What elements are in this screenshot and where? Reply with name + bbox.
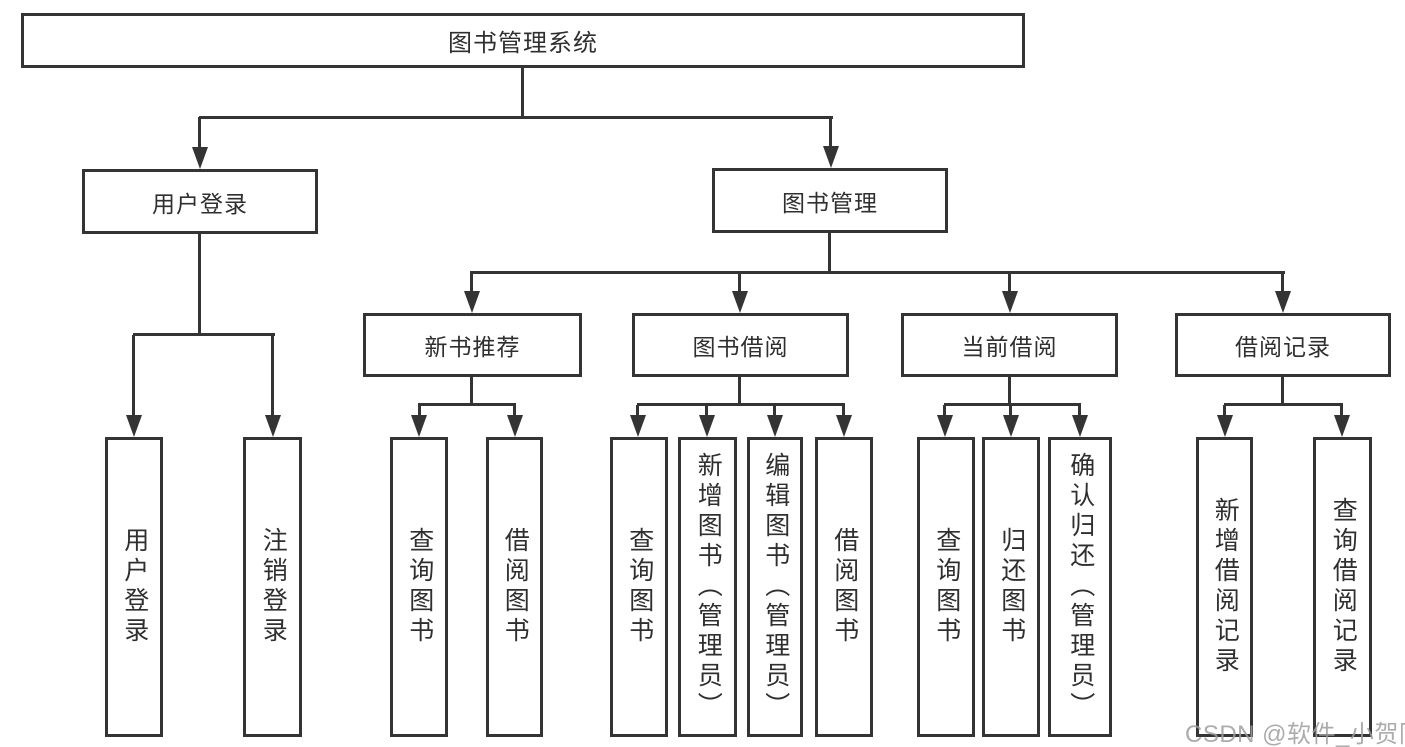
connector-line xyxy=(132,335,135,417)
connector-line xyxy=(1340,405,1343,417)
arrow-down-icon xyxy=(1003,415,1019,437)
leaf-borrow-add-books-admin: 新增图书（管理员） xyxy=(678,437,737,737)
leaf-label: 查询图书 xyxy=(625,527,654,647)
arrow-down-icon xyxy=(699,415,715,437)
connector-line xyxy=(773,405,776,417)
leaf-borrow-borrow-books: 借阅图书 xyxy=(815,437,873,737)
leaf-label: 用户登录 xyxy=(120,527,149,647)
connector-line xyxy=(705,405,708,417)
connector-line xyxy=(418,405,421,417)
connector-line xyxy=(521,68,524,118)
leaf-label: 查询图书 xyxy=(405,527,434,647)
leaf-label: 借阅图书 xyxy=(501,527,530,647)
connector-line xyxy=(1009,405,1012,417)
leaf-label: 查询图书 xyxy=(932,527,961,647)
connector-line xyxy=(637,403,845,406)
leaf-label: 确认归还（管理员） xyxy=(1066,452,1095,722)
csdn-watermark: CSDN @软件_小贺同学 xyxy=(1185,721,1405,747)
connector-line xyxy=(470,271,1285,274)
leaf-label: 新增借阅记录 xyxy=(1211,497,1240,677)
arrow-down-icon xyxy=(464,291,480,313)
arrow-down-icon xyxy=(937,415,953,437)
arrow-down-icon xyxy=(1217,415,1233,437)
leaf-records-add-record: 新增借阅记录 xyxy=(1196,437,1253,737)
node-book-management: 图书管理 xyxy=(712,168,948,233)
arrow-down-icon xyxy=(823,146,839,168)
connector-line xyxy=(1223,405,1226,417)
connector-line xyxy=(470,273,473,293)
connector-line xyxy=(636,405,639,417)
arrow-down-icon xyxy=(836,415,852,437)
connector-line xyxy=(943,405,946,417)
connector-line xyxy=(513,405,516,417)
arrow-down-icon xyxy=(1275,291,1291,313)
connector-line xyxy=(1281,273,1284,293)
arrow-down-icon xyxy=(1002,291,1018,313)
node-book-borrow: 图书借阅 xyxy=(632,313,849,377)
arrow-down-icon xyxy=(767,415,783,437)
arrow-down-icon xyxy=(1072,415,1088,437)
connector-line xyxy=(1008,377,1011,405)
arrow-down-icon xyxy=(507,415,523,437)
connector-line xyxy=(198,234,201,335)
arrow-down-icon xyxy=(732,291,748,313)
connector-line xyxy=(829,117,832,148)
node-current-borrow: 当前借阅 xyxy=(901,313,1118,377)
connector-line xyxy=(1281,377,1284,405)
leaf-records-query-record: 查询借阅记录 xyxy=(1313,437,1372,737)
leaf-current-confirm-return-admin: 确认归还（管理员） xyxy=(1048,437,1112,737)
connector-line xyxy=(1008,273,1011,293)
leaf-borrow-query-books: 查询图书 xyxy=(610,437,668,737)
node-label: 用户登录 xyxy=(152,190,248,217)
node-borrow-records: 借阅记录 xyxy=(1175,313,1391,377)
connector-line xyxy=(418,403,516,406)
leaf-user-login: 用户登录 xyxy=(105,437,163,737)
leaf-label: 新增图书（管理员） xyxy=(694,452,723,722)
leaf-current-query-books: 查询图书 xyxy=(917,437,975,737)
arrow-down-icon xyxy=(126,415,142,437)
leaf-newbooks-query-books: 查询图书 xyxy=(390,437,448,737)
connector-line xyxy=(133,333,275,336)
connector-line xyxy=(199,116,833,119)
connector-line xyxy=(1224,403,1343,406)
node-label: 图书管理系统 xyxy=(448,30,598,57)
node-label: 图书管理 xyxy=(782,189,878,216)
node-label: 当前借阅 xyxy=(961,334,1058,360)
connector-line xyxy=(842,405,845,417)
leaf-logout: 注销登录 xyxy=(243,437,302,737)
arrow-down-icon xyxy=(265,415,281,437)
node-label: 图书借阅 xyxy=(692,334,789,360)
arrow-down-icon xyxy=(630,415,646,437)
node-label: 新书推荐 xyxy=(424,334,521,360)
arrow-down-icon xyxy=(1334,415,1350,437)
connector-line xyxy=(738,377,741,405)
arrow-down-icon xyxy=(192,147,208,169)
node-root-system: 图书管理系统 xyxy=(21,13,1025,68)
leaf-label: 查询借阅记录 xyxy=(1329,497,1358,677)
connector-line xyxy=(828,233,831,273)
node-user-login: 用户登录 xyxy=(82,169,318,234)
arrow-down-icon xyxy=(411,415,427,437)
leaf-newbooks-borrow-books: 借阅图书 xyxy=(486,437,543,737)
leaf-label: 注销登录 xyxy=(259,527,288,647)
leaf-borrow-edit-books-admin: 编辑图书（管理员） xyxy=(747,437,803,737)
connector-line xyxy=(198,117,201,149)
node-new-book-recommend: 新书推荐 xyxy=(363,313,582,377)
leaf-label: 归还图书 xyxy=(997,527,1026,647)
leaf-label: 借阅图书 xyxy=(830,527,859,647)
node-label: 借阅记录 xyxy=(1235,334,1331,360)
connector-line xyxy=(470,377,473,405)
connector-line xyxy=(1078,405,1081,417)
connector-line xyxy=(738,273,741,293)
connector-line xyxy=(271,335,274,417)
leaf-label: 编辑图书（管理员） xyxy=(761,452,790,722)
leaf-current-return-books: 归还图书 xyxy=(982,437,1040,737)
connector-line xyxy=(944,403,1081,406)
